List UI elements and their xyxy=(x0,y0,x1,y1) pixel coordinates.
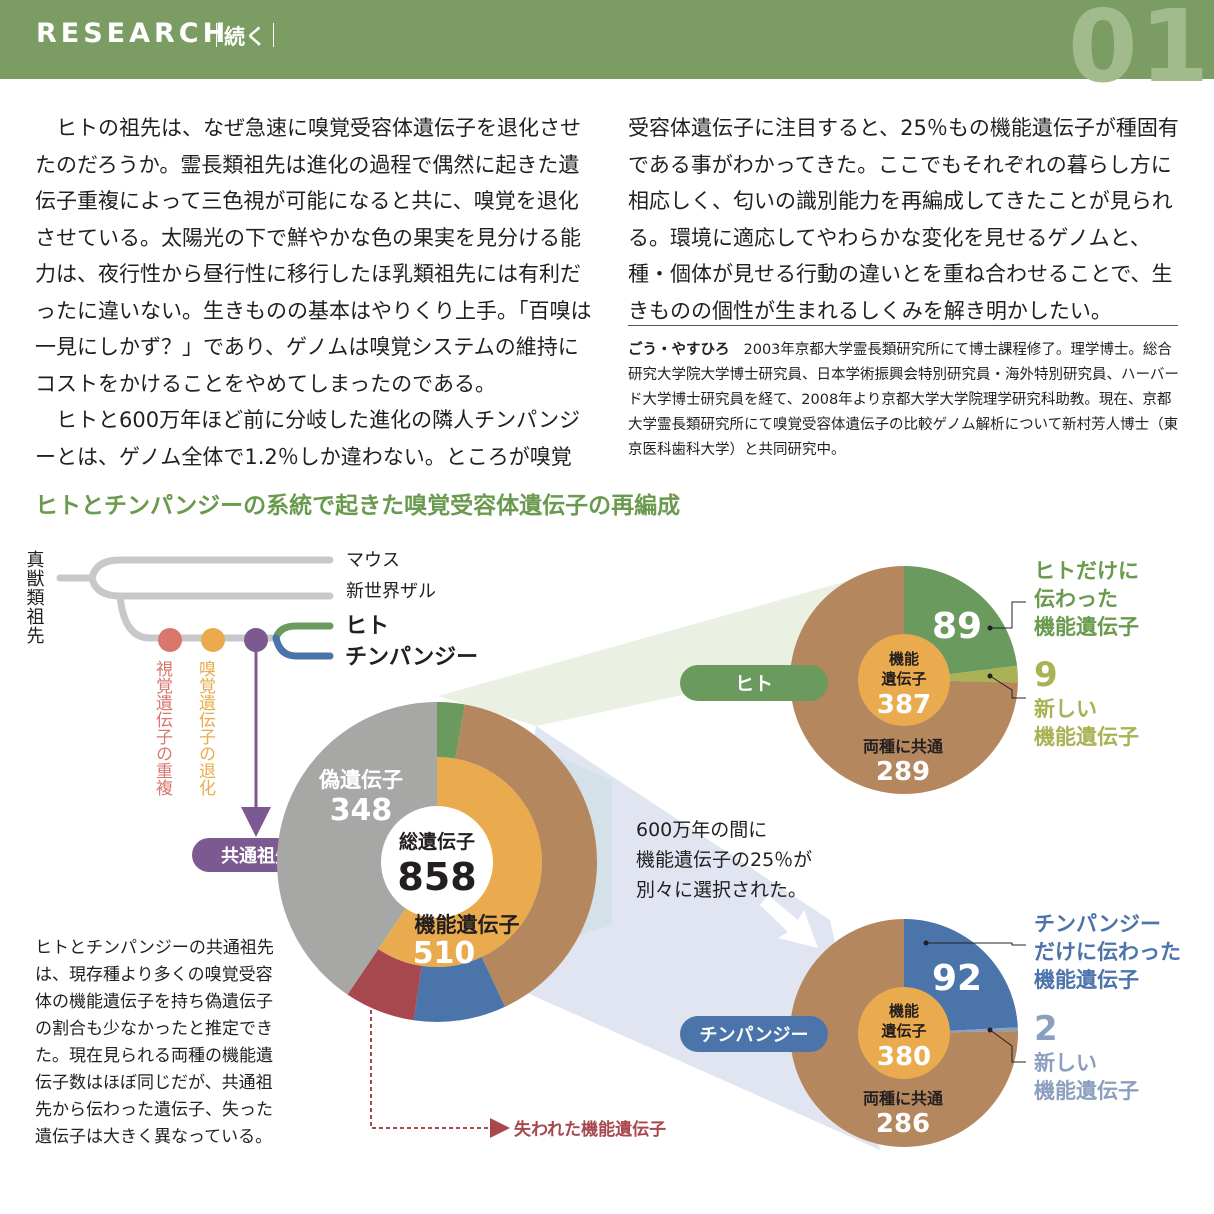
human-center-circle xyxy=(858,634,950,726)
human-new-value: 9 xyxy=(1034,655,1058,695)
author-bio-text: 2003年京都大学霊長類研究所にて博士課程修了。理学博士。総合研究大学院大学博士… xyxy=(628,342,1179,458)
human-shared-value: 289 xyxy=(876,757,930,787)
human-functional-value: 387 xyxy=(877,690,931,720)
human-new-dot xyxy=(987,673,993,679)
chimp-specific-caption-2: だけに伝わった xyxy=(1034,940,1181,964)
ancestor-total-label: 総遺伝子 xyxy=(399,830,475,853)
human-center-label-1: 機能 xyxy=(889,650,919,668)
continued-label: 続く xyxy=(216,21,274,51)
selection-note-line-2: 機能遺伝子の25％が xyxy=(636,849,812,871)
human-specific-caption-3: 機能遺伝子 xyxy=(1034,615,1139,639)
chimp-specific-dot xyxy=(923,940,929,946)
human-tag-label: ヒト xyxy=(735,673,773,695)
page-number: 01 xyxy=(1068,0,1212,105)
chimp-new-caption-1: 新しい xyxy=(1034,1051,1097,1075)
ancestor-total-circle xyxy=(381,806,493,918)
chimp-shared-value: 286 xyxy=(876,1109,930,1139)
leaf-new-world-monkey: 新世界ザル xyxy=(346,581,436,602)
figure-title: ヒトとチンパンジーの系統で起きた嗅覚受容体遺伝子の再編成 xyxy=(35,493,681,519)
article-column-2: 受容体遺伝子に注目すると、25％もの機能遺伝子が種固有である事がわかってきた。こ… xyxy=(628,110,1188,329)
human-new-caption-1: 新しい xyxy=(1034,697,1097,721)
chimp-center-label-2: 遺伝子 xyxy=(880,1022,926,1040)
event-olfaction-decline: 嗅覚遺伝子の退化 xyxy=(195,660,216,796)
event-vision-duplication: 視覚遺伝子の重複 xyxy=(152,660,173,796)
selection-arrows xyxy=(760,760,822,948)
paragraph: ヒトの祖先は、なぜ急速に嗅覚受容体遺伝子を退化させたのだろうか。霊長類祖先は進化… xyxy=(35,116,592,396)
ancestor-pseudo-label: 偽遺伝子 xyxy=(318,768,403,792)
lost-genes-label: 失われた機能遺伝子 xyxy=(514,1119,666,1140)
ancestor-functional-label: 機能遺伝子 xyxy=(415,913,520,937)
section-label: RESEARCH xyxy=(36,18,230,49)
common-ancestor-marker xyxy=(244,628,268,652)
paragraph: 受容体遺伝子に注目すると、25％もの機能遺伝子が種固有である事がわかってきた。こ… xyxy=(628,116,1179,323)
chimp-new-value: 2 xyxy=(1034,1009,1058,1049)
human-only-ring-slice xyxy=(437,702,465,759)
leaf-chimp: チンパンジー xyxy=(345,645,478,670)
chimp-new-dot xyxy=(987,1027,993,1033)
human-new-leader xyxy=(989,675,1026,699)
shared-ring-slice xyxy=(455,704,598,1007)
common-ancestor-label: 共通祖先 xyxy=(221,845,293,867)
chimp-tag-label: チンパンジー xyxy=(700,1025,809,1046)
chimp-specific-leader xyxy=(926,942,1026,946)
header-bar xyxy=(0,0,1214,79)
chimp-center-label-1: 機能 xyxy=(889,1002,919,1020)
selection-note-line-3: 別々に選択された。 xyxy=(636,879,807,901)
chimp-only-ring-slice xyxy=(413,957,506,1022)
pseudo-slice xyxy=(276,702,437,995)
leaf-human: ヒト xyxy=(345,614,389,639)
leaf-mouse: マウス xyxy=(346,550,400,571)
human-tag xyxy=(680,665,828,701)
lost-ring-slice xyxy=(347,949,422,1021)
chimp-new-caption-2: 機能遺伝子 xyxy=(1034,1079,1139,1103)
chimp-center-circle xyxy=(858,987,950,1079)
olfaction-decline-marker xyxy=(201,628,225,652)
human-specific-dot xyxy=(987,625,993,631)
chimp-shared-label: 両種に共通 xyxy=(863,1089,943,1108)
chimp-tag xyxy=(680,1016,828,1052)
phylogenetic-tree xyxy=(56,556,334,837)
ancestor-total-value: 858 xyxy=(397,855,476,899)
human-specific-caption-1: ヒトだけに xyxy=(1034,559,1139,583)
vision-duplication-marker xyxy=(158,628,182,652)
human-specific-caption-2: 伝わった xyxy=(1034,587,1118,611)
ancestor-pseudo-value: 348 xyxy=(330,793,393,828)
root-label: 真獣類祖先 xyxy=(24,550,45,645)
chimp-specific-caption-3: 機能遺伝子 xyxy=(1034,968,1139,992)
selection-note-line-1: 600万年の間に xyxy=(636,819,767,841)
ancestor-functional-value: 510 xyxy=(413,936,476,971)
chimp-new-leader xyxy=(989,1029,1026,1063)
author-name: ごう・やすひろ xyxy=(628,342,730,358)
human-specific-leader xyxy=(990,601,1026,629)
bio-divider xyxy=(628,325,1178,326)
paragraph: ヒトと600万年ほど前に分岐した進化の隣人チンパンジーとは、ゲノム全体で1.2％… xyxy=(35,408,581,469)
article-column-1: ヒトの祖先は、なぜ急速に嗅覚受容体遺伝子を退化させたのだろうか。霊長類祖先は進化… xyxy=(35,110,593,475)
figure-caption: ヒトとチンパンジーの共通祖先は、現存種より多くの嗅覚受容体の機能遺伝子を持ち偽遺… xyxy=(35,938,274,1147)
lost-genes-arrow xyxy=(370,1010,510,1138)
human-shared-label: 両種に共通 xyxy=(863,737,943,756)
ancestor-pie xyxy=(276,702,598,1022)
chimp-functional-value: 380 xyxy=(877,1042,931,1072)
chimp-specific-value: 92 xyxy=(932,958,982,999)
human-specific-value: 89 xyxy=(932,606,982,647)
human-zoom-cone xyxy=(438,578,858,726)
chimp-specific-caption-1: チンパンジー xyxy=(1034,912,1161,936)
human-new-caption-2: 機能遺伝子 xyxy=(1034,725,1139,749)
human-center-label-2: 遺伝子 xyxy=(880,670,926,688)
